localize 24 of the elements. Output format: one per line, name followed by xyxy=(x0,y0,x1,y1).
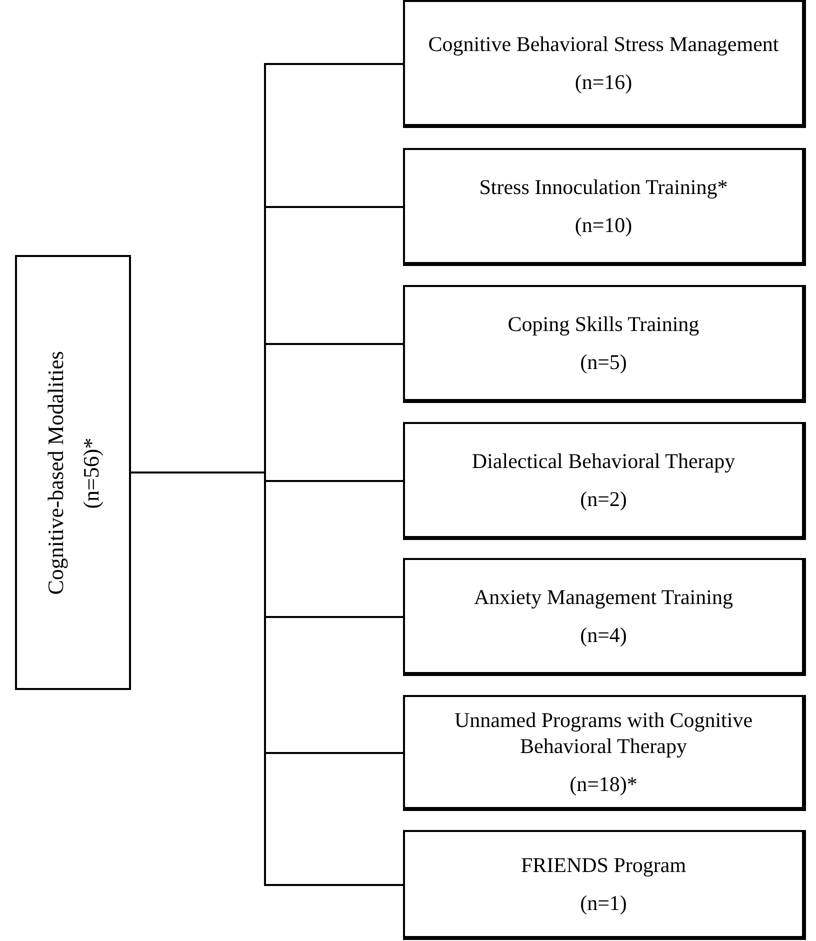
program-box xyxy=(403,422,806,540)
program-title: Coping Skills Training xyxy=(508,310,700,337)
program-title: Stress Innoculation Training* xyxy=(479,174,728,200)
category-title: Cognitive-based Modalities xyxy=(42,350,69,594)
program-title: Dialectical Behavioral Therapy xyxy=(472,448,736,474)
program-title: FRIENDS Program xyxy=(520,852,686,878)
program-box xyxy=(403,830,806,940)
count-label: (n=1) xyxy=(580,890,627,916)
program-title: Unnamed Programs with Cognitive Behavioral Therapy xyxy=(453,706,754,760)
count-label: (n=18)* xyxy=(570,771,638,798)
program-box xyxy=(403,695,806,811)
program-title: Cognitive Behavioral Stress Management xyxy=(428,30,779,57)
count-label: (n=4) xyxy=(580,622,627,648)
count-label: (n=10) xyxy=(574,212,632,238)
count-label: (n=2) xyxy=(580,486,627,512)
count-label: (n=5) xyxy=(580,349,627,376)
program-title: Anxiety Management Training xyxy=(474,584,733,610)
program-box xyxy=(403,148,806,266)
program-box xyxy=(403,0,806,128)
program-box xyxy=(403,285,806,403)
count-label: (n=56)* xyxy=(77,436,104,508)
program-box xyxy=(403,558,806,676)
count-label: (n=16) xyxy=(574,69,632,96)
program-box xyxy=(15,255,131,690)
